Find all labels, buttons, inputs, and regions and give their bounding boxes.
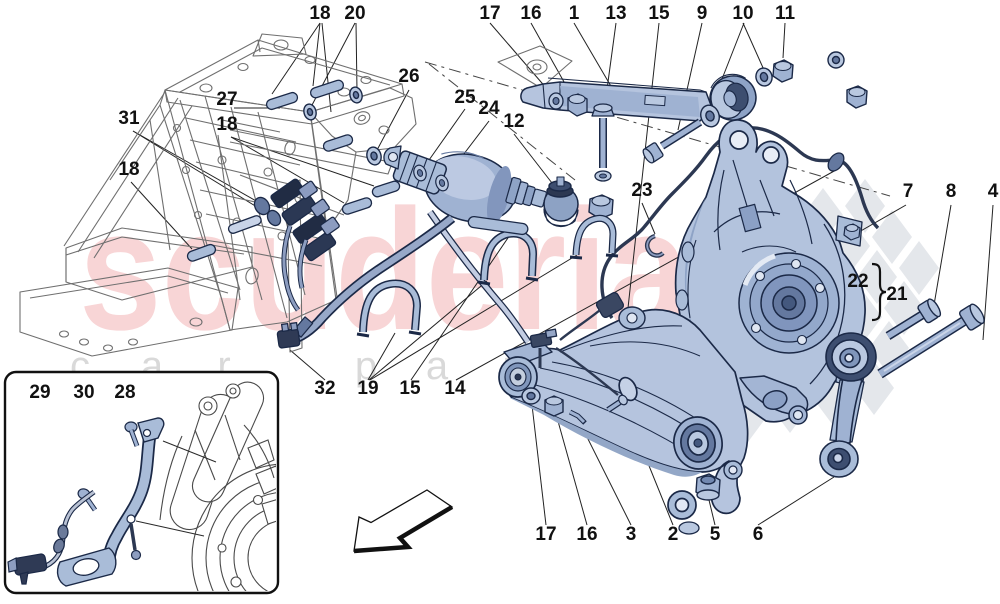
svg-text:a: a (426, 344, 449, 388)
svg-text:5: 5 (710, 524, 721, 545)
svg-text:16: 16 (520, 3, 541, 24)
svg-text:13: 13 (605, 3, 626, 24)
svg-text:18: 18 (309, 3, 330, 24)
svg-text:26: 26 (398, 66, 419, 87)
svg-text:18: 18 (118, 159, 139, 180)
svg-text:1: 1 (569, 3, 580, 24)
svg-text:27: 27 (216, 89, 237, 110)
svg-text:9: 9 (697, 3, 708, 24)
svg-text:22: 22 (847, 271, 868, 292)
svg-text:16: 16 (576, 524, 597, 545)
svg-text:11: 11 (775, 3, 796, 24)
svg-text:18: 18 (216, 114, 237, 135)
svg-text:24: 24 (478, 98, 500, 119)
svg-text:30: 30 (73, 382, 94, 403)
svg-text:7: 7 (903, 181, 914, 202)
svg-text:2: 2 (668, 524, 679, 545)
svg-text:28: 28 (114, 382, 135, 403)
svg-text:17: 17 (479, 3, 500, 24)
svg-text:19: 19 (357, 378, 378, 399)
svg-text:17: 17 (535, 524, 556, 545)
svg-text:p: p (355, 344, 377, 388)
svg-text:3: 3 (626, 524, 637, 545)
svg-text:6: 6 (753, 524, 764, 545)
svg-text:23: 23 (631, 180, 652, 201)
svg-text:20: 20 (344, 3, 365, 24)
svg-text:4: 4 (988, 181, 999, 202)
svg-text:14: 14 (444, 378, 466, 399)
svg-text:32: 32 (314, 378, 335, 399)
svg-text:21: 21 (886, 284, 908, 305)
svg-text:29: 29 (29, 382, 50, 403)
svg-text:25: 25 (454, 87, 476, 108)
svg-text:8: 8 (946, 181, 957, 202)
svg-text:31: 31 (118, 108, 140, 129)
svg-text:15: 15 (399, 378, 421, 399)
svg-text:12: 12 (503, 111, 524, 132)
svg-text:10: 10 (732, 3, 753, 24)
svg-text:15: 15 (648, 3, 670, 24)
